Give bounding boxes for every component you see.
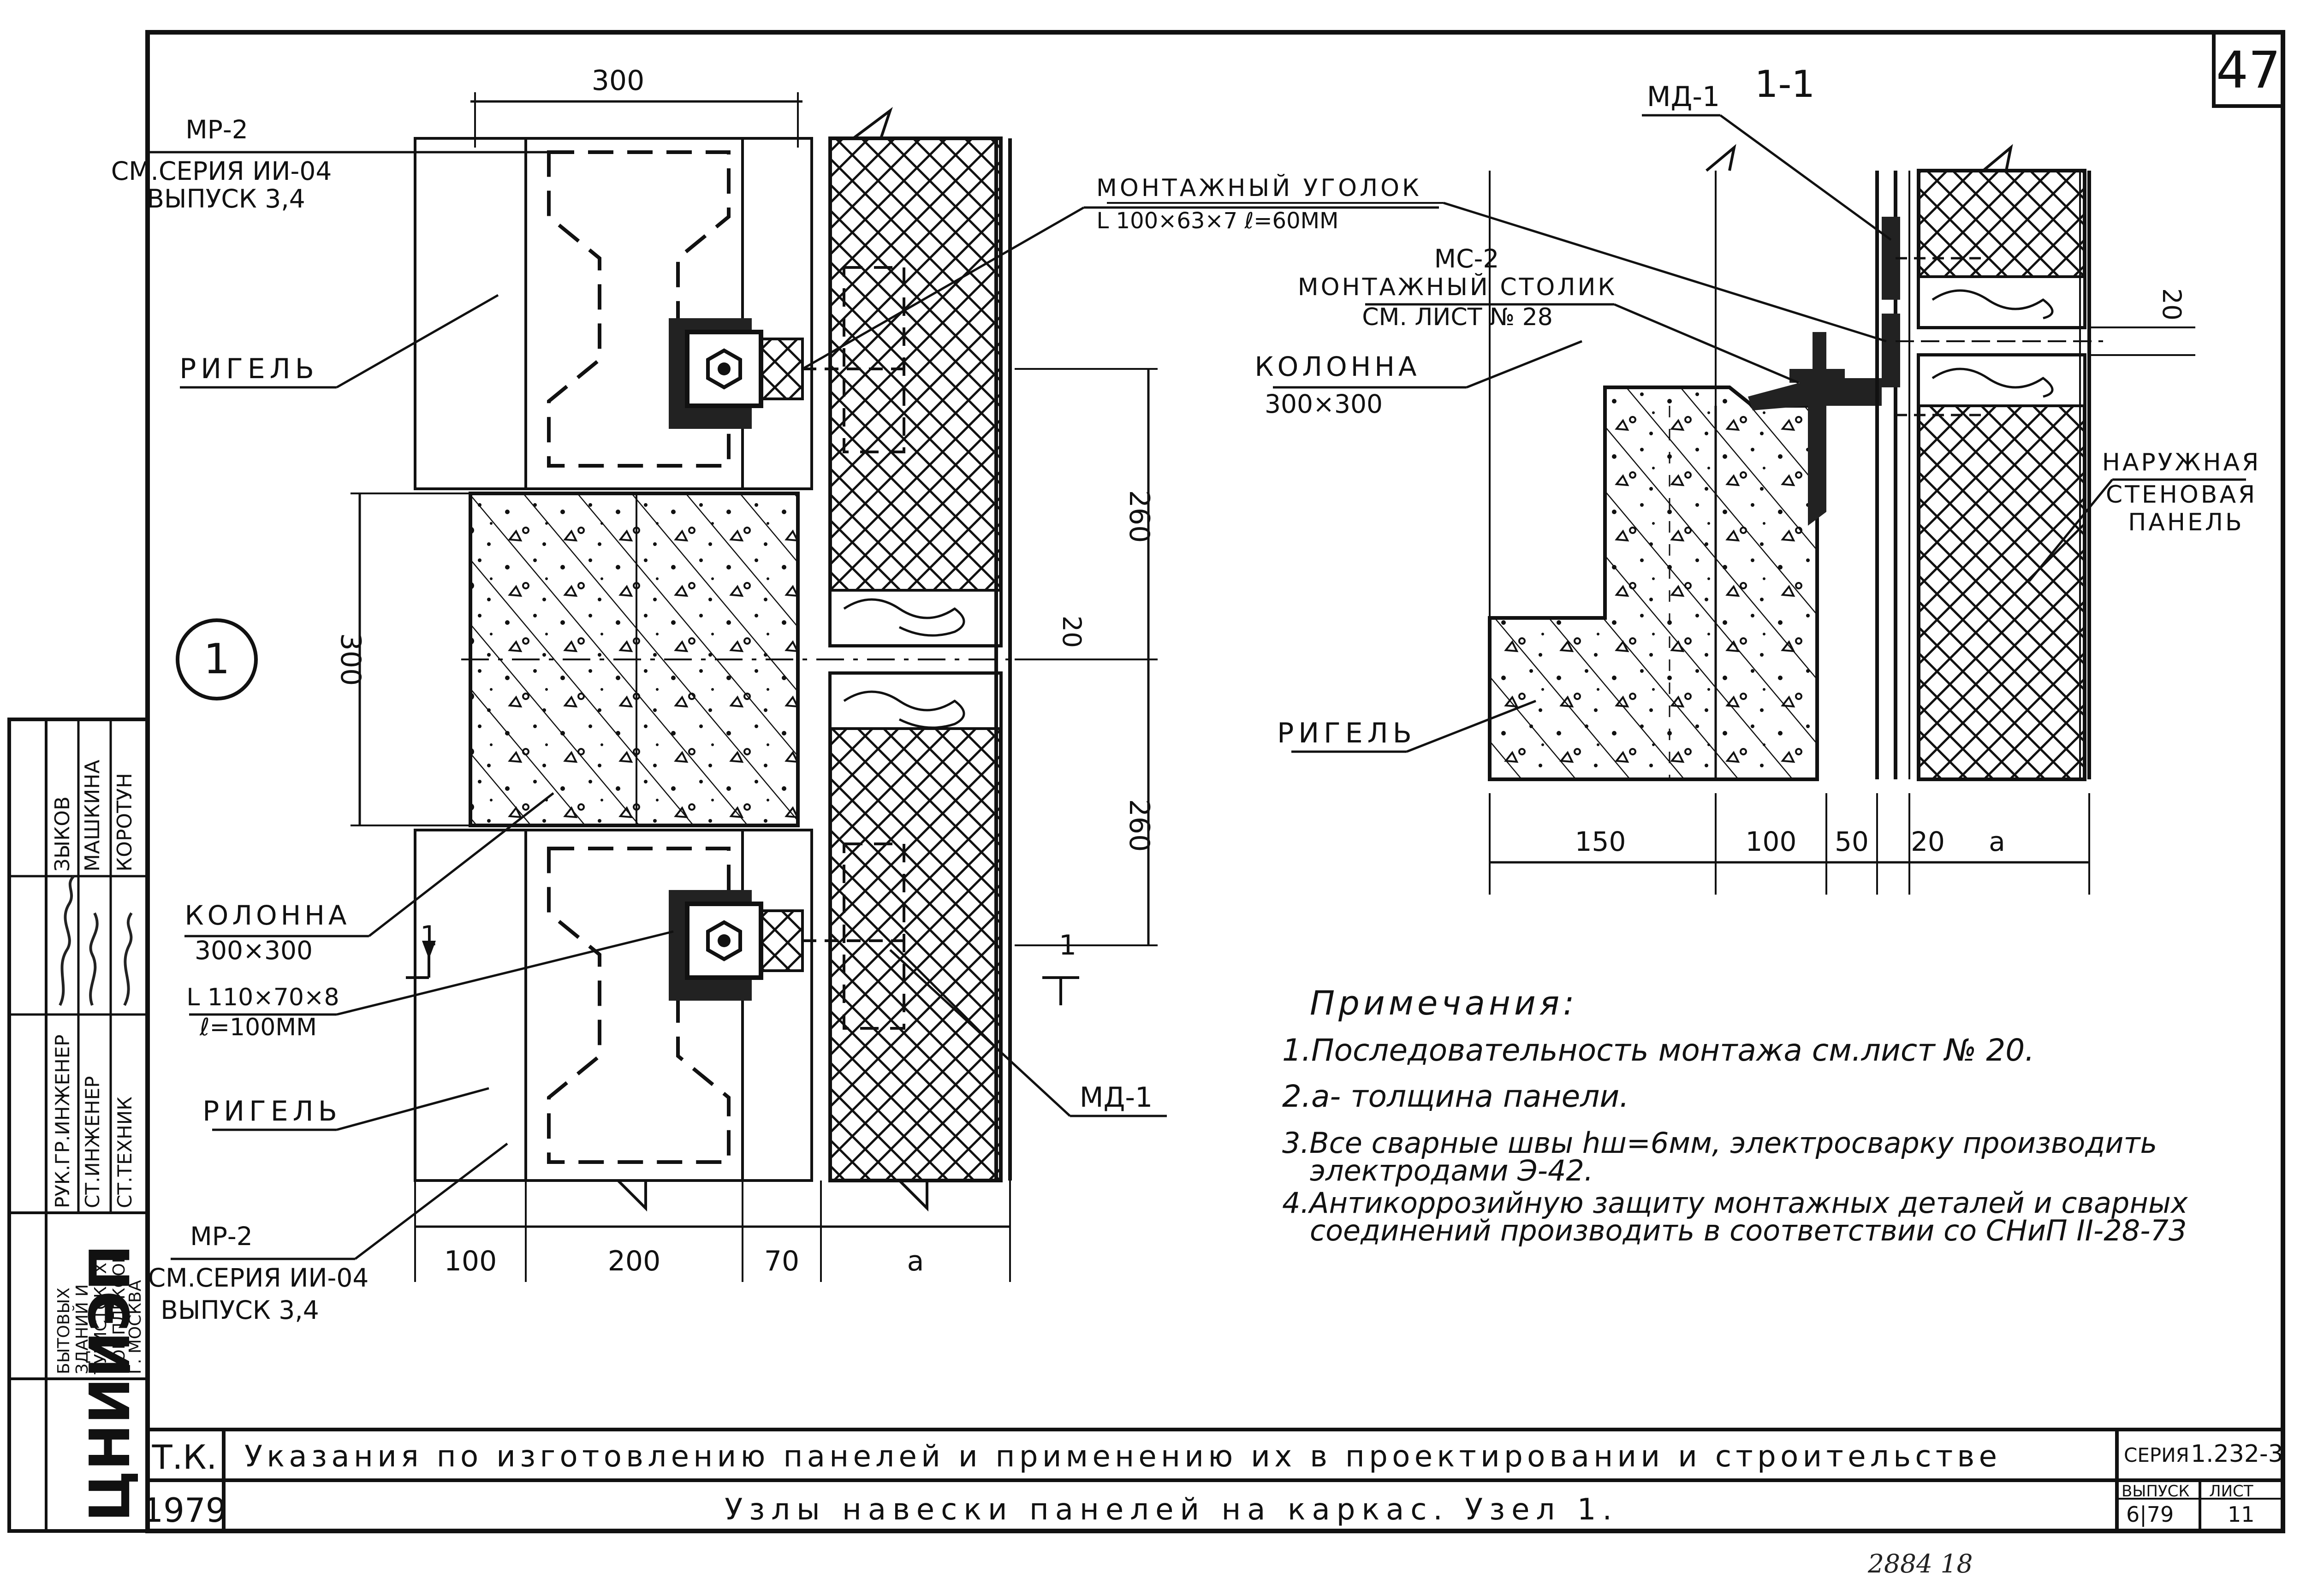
rigel-bottom-web — [524, 829, 744, 1182]
label-rigel-bottom: РИГЕЛЬ — [202, 1095, 342, 1127]
label-md1-node: МД-1 — [1080, 1081, 1153, 1114]
stamp-name-1: ЗЫКОВ — [51, 796, 74, 872]
dim-260-lower: 260 — [1123, 799, 1155, 852]
stamp-role-3: СТ.ТЕХНИК — [113, 1097, 136, 1208]
title-sheet: 11 — [2228, 1502, 2255, 1527]
section-dim-joint-20: 20 — [2157, 288, 2187, 320]
stamp-org-2: ЗДАНИЙ И — [72, 1284, 92, 1374]
title-main: Указания по изготовлению панелей и приме… — [244, 1440, 1997, 1474]
outer-panel-lower — [1917, 353, 2086, 781]
label-column-size: 300×300 — [195, 936, 313, 965]
section-mark-right: 1 — [1059, 929, 1076, 961]
stamp-logo: ЦНИИЭП — [78, 1245, 143, 1522]
node-bubble — [176, 618, 258, 700]
dim-260-upper: 260 — [1123, 490, 1155, 543]
note-4-cont: соединений производить в соответствии со… — [1310, 1214, 2187, 1247]
signature-1 — [59, 875, 75, 1006]
ibeam-top-dashed — [547, 150, 731, 468]
title-issue-label: ВЫПУСК — [2122, 1482, 2190, 1501]
title-block: Т.К. 1979 Указания по изготовлению панел… — [142, 1428, 2283, 1531]
label-mount-angle-spec: L 100×63×7 ℓ=60ММ — [1097, 208, 1339, 234]
label-mr2-bottom: МР-2 — [190, 1222, 252, 1251]
title-issue: 6|79 — [2126, 1502, 2174, 1527]
stamp-org-3: ТУРИСТСКИХ — [91, 1263, 110, 1375]
node-1-detail: 300 300 260 260 20 100 200 70 a 1 1 — [111, 65, 1439, 1325]
label-mr2-bottom-issue: ВЫПУСК 3,4 — [160, 1295, 319, 1325]
title-series: 1.232-3 — [2191, 1440, 2283, 1468]
title-tk: Т.К. — [152, 1438, 217, 1477]
title-sheet-label: ЛИСТ — [2209, 1482, 2253, 1501]
label-column: КОЛОННА — [185, 900, 351, 931]
rigel-top-web — [524, 137, 744, 490]
stamp-role-1: РУК.ГР.ИНЖЕНЕР — [51, 1034, 74, 1208]
stamp-name-3: КОРОТУН — [113, 773, 137, 872]
section-label-mc2-ref: СМ. ЛИСТ № 28 — [1362, 303, 1553, 331]
page-number-box — [2212, 30, 2285, 108]
label-mount-angle: МОНТАЖНЫЙ УГОЛОК — [1096, 174, 1422, 202]
note-1: 1.Последовательность монтажа см.лист № 2… — [1282, 1032, 2034, 1068]
signature-2 — [89, 912, 99, 1006]
mount-angle-top — [669, 318, 804, 429]
stamp-name-2: МАШКИНА — [81, 760, 104, 872]
dim-bottom-200: 200 — [608, 1245, 661, 1277]
stamp-role-2: СТ.ИНЖЕНЕР — [81, 1076, 104, 1208]
section-label-mc2: МС-2 — [1434, 244, 1499, 273]
footer-ink-note: 2884 18 — [1867, 1549, 1973, 1578]
section-label-column: КОЛОННА — [1255, 351, 1420, 382]
dim-bottom-a: a — [907, 1245, 924, 1277]
mounting-table — [1748, 378, 1882, 526]
section-label-column-size: 300×300 — [1265, 389, 1383, 419]
title-year: 1979 — [142, 1491, 226, 1530]
label-mr2-top-series: СМ.СЕРИЯ ИИ-04 — [111, 156, 332, 186]
node-number: 1 — [203, 635, 230, 683]
wall-panel-lower — [828, 671, 1003, 1182]
note-3-cont: электродами Э-42. — [1310, 1154, 1593, 1187]
dim-top-300: 300 — [592, 65, 645, 97]
page-number: 47 — [2216, 41, 2281, 100]
mount-angle-bottom — [669, 890, 804, 1001]
title-series-label: СЕРИЯ — [2124, 1444, 2189, 1466]
section-title: 1-1 — [1755, 63, 1815, 106]
signature-3 — [123, 912, 133, 1006]
label-mr2-bottom-series: СМ.СЕРИЯ ИИ-04 — [148, 1263, 369, 1293]
note-4: 4.Антикоррозийную защиту монтажных детал… — [1282, 1186, 2188, 1220]
stamp-org-1: БЫТОВЫХ — [54, 1287, 73, 1374]
side-stamp: РУК.ГР.ИНЖЕНЕР СТ.ИНЖЕНЕР СТ.ТЕХНИК ЗЫКО… — [7, 718, 149, 1533]
dim-joint-20: 20 — [1057, 616, 1087, 648]
section-label-panel-1: НАРУЖНАЯ — [2102, 449, 2261, 476]
note-3: 3.Все сварные швы hш=6мм, электросварку … — [1282, 1126, 2157, 1160]
label-mr2-top-issue: ВЫПУСК 3,4 — [147, 184, 305, 214]
label-rigel-top: РИГЕЛЬ — [179, 353, 319, 385]
wall-panel-upper — [828, 136, 1003, 647]
title-sub: Узлы навески панелей на каркас. Узел 1. — [725, 1493, 1618, 1527]
notes: Примечания: 1.Последовательность монтажа… — [1282, 984, 2188, 1247]
section-label-mc2-name: МОНТАЖНЫЙ СТОЛИК — [1298, 273, 1617, 301]
dim-bottom-100: 100 — [444, 1245, 497, 1277]
section-dim-a: a — [1989, 826, 2005, 857]
dim-column-300: 300 — [334, 633, 367, 686]
section-dim-150: 150 — [1575, 826, 1626, 857]
label-mr2-top: МР-2 — [185, 115, 248, 144]
section-label-panel-3: ПАНЕЛЬ — [2128, 509, 2244, 536]
stamp-org-5: Г. МОСКВА — [126, 1280, 145, 1374]
note-2: 2.a- толщина панели. — [1282, 1079, 1629, 1114]
section-label-panel-2: СТЕНОВАЯ — [2106, 481, 2257, 509]
section-label-rigel: РИГЕЛЬ — [1277, 717, 1416, 749]
section-dim-20: 20 — [1911, 826, 1945, 857]
section-mark-left: 1 — [420, 920, 438, 952]
label-angle-110-length: ℓ=100ММ — [199, 1014, 317, 1041]
section-dim-100: 100 — [1746, 826, 1797, 857]
label-angle-110: L 110×70×8 — [186, 984, 339, 1011]
dim-bottom-70: 70 — [764, 1245, 799, 1277]
notes-heading: Примечания: — [1310, 984, 1578, 1022]
section-dim-50: 50 — [1835, 826, 1869, 857]
section-label-md1: МД-1 — [1647, 81, 1720, 113]
section-1-1: 1-1 20 — [1107, 63, 2261, 895]
stamp-org-4: КОМПЛЕКСОВ — [110, 1252, 129, 1374]
